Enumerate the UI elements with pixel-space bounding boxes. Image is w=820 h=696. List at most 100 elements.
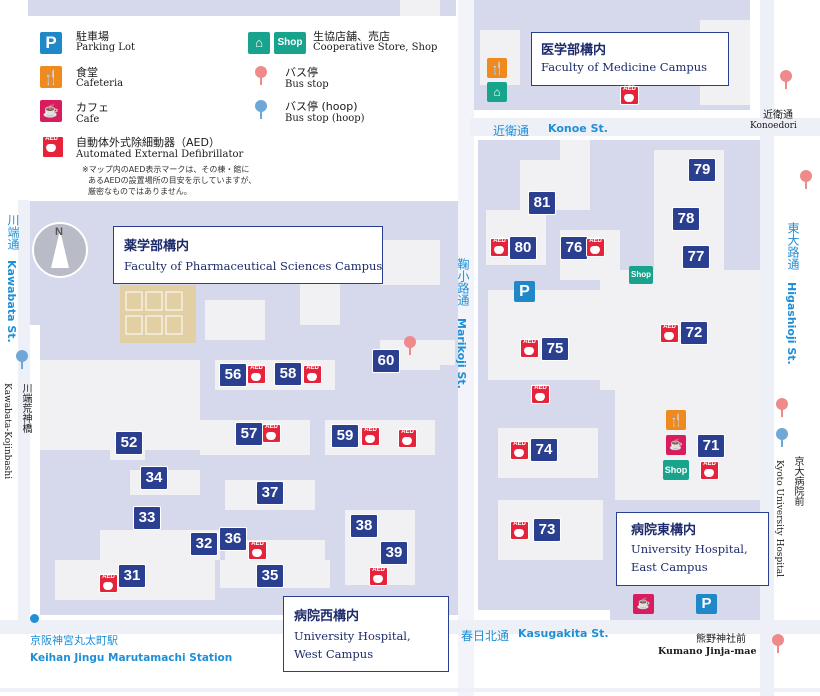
compass-icon: N: [32, 222, 88, 278]
building-72: 72: [680, 321, 708, 345]
building-60: 60: [372, 349, 400, 373]
legend-aed-note-3: 厳密なものではありません。: [88, 187, 192, 196]
campus-medicine-en: Faculty of Medicine Campus: [541, 60, 708, 74]
campus-pharma-jp: 薬学部構内: [124, 239, 190, 254]
building-36: 36: [219, 527, 247, 551]
building-74: 74: [530, 438, 558, 462]
cafe-icon: ☕: [633, 594, 654, 614]
street-marikoji-en: Marikoji St.: [455, 318, 468, 389]
street-higashioji-en: Higashioji St.: [785, 282, 798, 365]
legend-shop-jp: 生協店舗、売店: [313, 30, 390, 43]
bus-stop-hoop-east: [776, 428, 788, 447]
building-57: 57: [235, 422, 263, 446]
stop-kumano-en: Kumano Jinja-mae: [658, 646, 757, 657]
legend-aed-jp: 自動体外式除細動器（AED）: [76, 136, 220, 149]
street-marikoji-jp: 鞠小路通: [456, 258, 470, 306]
aed-icon: AED: [42, 136, 64, 158]
bus-stop-hoop-west: [16, 350, 28, 369]
campus-medicine: 医学部構内 Faculty of Medicine Campus: [531, 32, 729, 86]
building-39: 39: [380, 541, 408, 565]
building-32: 32: [190, 532, 218, 556]
building-52: 52: [115, 431, 143, 455]
bus-stop-kumano: [772, 634, 784, 653]
campus-hosp-west-jp: 病院西構内: [294, 609, 360, 624]
campus-hosp-east-en1: University Hospital,: [631, 542, 748, 556]
stop-konoedori-en: Konoedori: [750, 121, 797, 131]
building-59: 59: [331, 424, 359, 448]
building-33: 33: [133, 506, 161, 530]
bus-stop-hoop-icon: [255, 100, 267, 119]
aed-marker: AED: [510, 521, 529, 540]
campus-hosp-west: 病院西構内 University Hospital, West Campus: [283, 596, 449, 672]
building-37: 37: [256, 481, 284, 505]
building-76: 76: [560, 236, 588, 260]
parking-icon: P: [696, 594, 717, 614]
legend-bus-hoop-jp: バス停 (hoop): [285, 100, 358, 113]
compass-label: N: [55, 226, 63, 238]
legend-cafeteria-en: Cafeteria: [76, 78, 124, 89]
shop-icon: Shop: [274, 32, 306, 54]
campus-hosp-east-en2: East Campus: [631, 560, 708, 574]
station-dot: [30, 614, 39, 623]
building-78: 78: [672, 207, 700, 231]
aed-marker: AED: [361, 427, 380, 446]
shop-icon: Shop: [663, 460, 689, 480]
stop-hospital-en: Kyoto University Hospital: [774, 460, 784, 577]
building-73: 73: [533, 518, 561, 542]
aed-marker: AED: [398, 429, 417, 448]
street-higashioji-jp: 東大路通: [786, 222, 800, 270]
building-35: 35: [256, 564, 284, 588]
station-keihan-jp: 京阪神宮丸太町駅: [30, 634, 118, 647]
street-kasugakita-en: Kasugakita St.: [518, 627, 609, 640]
aed-marker: AED: [247, 365, 266, 384]
cafeteria-icon: 🍴: [487, 58, 507, 78]
building-80: 80: [509, 236, 537, 260]
legend: [28, 16, 458, 201]
bus-stop-konoedori: [780, 70, 792, 89]
building-77: 77: [682, 245, 710, 269]
cafeteria-icon: 🍴: [40, 66, 62, 88]
building-79: 79: [688, 158, 716, 182]
aed-marker: AED: [262, 424, 281, 443]
building-71: 71: [697, 434, 725, 458]
bus-stop-center: [404, 336, 416, 355]
aed-marker: AED: [303, 365, 322, 384]
campus-pharma-en: Faculty of Pharmaceutical Sciences Campu…: [124, 259, 383, 273]
campus-hosp-west-en2: West Campus: [294, 647, 374, 661]
aed-marker: AED: [99, 574, 118, 593]
aed-marker: AED: [700, 461, 719, 480]
street-konoe-en: Konoe St.: [548, 122, 608, 135]
aed-marker: AED: [586, 238, 605, 257]
aed-marker: AED: [248, 541, 267, 560]
stop-kawabata-kojinbashi-en: Kawabata-Kojinbashi: [2, 383, 12, 480]
station-keihan-en: Keihan Jingu Marutamachi Station: [30, 652, 233, 664]
building-75: 75: [541, 337, 569, 361]
campus-hosp-east: 病院東構内 University Hospital, East Campus: [616, 512, 769, 586]
aed-marker: AED: [531, 385, 550, 404]
legend-bus-hoop-en: Bus stop (hoop): [285, 113, 365, 124]
cafe-icon: ☕: [666, 435, 686, 455]
campus-medicine-jp: 医学部構内: [541, 43, 607, 58]
building-31: 31: [118, 564, 146, 588]
parking-icon: P: [514, 281, 535, 302]
legend-bus-en: Bus stop: [285, 79, 329, 90]
legend-parking-en: Parking Lot: [76, 42, 135, 53]
campus-hosp-west-en1: University Hospital,: [294, 629, 411, 643]
building-34: 34: [140, 466, 168, 490]
aed-marker: AED: [490, 238, 509, 257]
store-icon: ⌂: [487, 82, 507, 102]
stop-kumano-jp: 熊野神社前: [696, 634, 746, 645]
shop-icon: Shop: [629, 266, 653, 284]
cafeteria-icon: 🍴: [666, 410, 686, 430]
bus-stop-east-1: [800, 170, 812, 189]
legend-cafe-en: Cafe: [76, 114, 100, 125]
legend-aed-en: Automated External Defibrillator: [76, 149, 244, 160]
campus-hosp-east-jp: 病院東構内: [631, 523, 697, 538]
legend-bus-jp: バス停: [285, 66, 318, 79]
legend-cafe-jp: カフェ: [76, 101, 109, 114]
street-kawabata-en: Kawabata St.: [5, 260, 18, 343]
building-58: 58: [274, 362, 302, 386]
legend-aed-note-1: ※マップ内のAED表示マークは、その棟・館に: [82, 165, 250, 174]
aed-marker: AED: [660, 324, 679, 343]
